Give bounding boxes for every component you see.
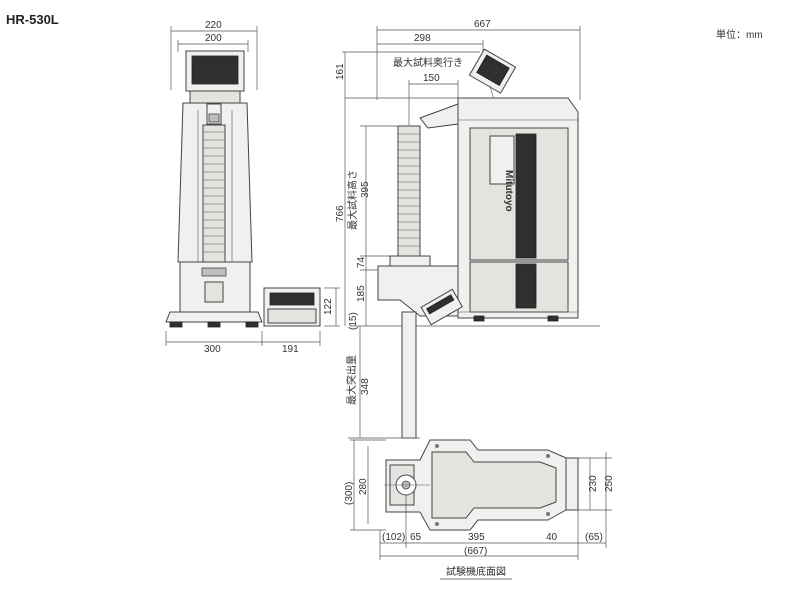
dim-side-150: 150	[423, 73, 440, 84]
dim-front-122: 122	[323, 298, 334, 315]
side-view: 667 298 最大試料奥行き 150 Mitutoyo	[335, 19, 600, 439]
dim-plan-667: (667)	[464, 546, 487, 557]
dim-side-667: 667	[474, 19, 491, 30]
plan-caption: 試験機底面図	[446, 565, 506, 578]
dim-plan-300: (300)	[344, 482, 355, 505]
unit-label: 単位：mm	[716, 30, 763, 41]
dim-side-15: (15)	[348, 312, 359, 330]
dim-side-185: 185	[356, 285, 367, 302]
model-title: HR-530L	[6, 12, 59, 27]
dim-side-395: 395	[360, 181, 371, 198]
dim-plan-65b: (65)	[585, 532, 603, 543]
front-bellows	[202, 124, 226, 263]
dim-plan-102: (102)	[382, 532, 405, 543]
dim-side-298: 298	[414, 33, 431, 44]
plan-view: (300) 280 230 250 (102) 65 395 40 (65) (…	[344, 439, 615, 580]
dim-side-161: 161	[335, 63, 346, 80]
dim-front-191: 191	[282, 344, 299, 355]
dim-plan-230: 230	[588, 475, 599, 492]
max-protrusion-label: 最大突出量	[345, 355, 358, 405]
dim-side-766: 766	[335, 205, 346, 222]
brand-label: Mitutoyo	[503, 170, 514, 212]
dim-side-74: 74	[356, 256, 367, 268]
max-sample-depth-label: 最大試料奥行き	[393, 56, 463, 69]
max-sample-height-label: 最大試料高さ	[346, 170, 359, 230]
dim-front-200: 200	[205, 33, 222, 44]
dim-front-300: 300	[204, 344, 221, 355]
dim-plan-280: 280	[358, 478, 369, 495]
dim-front-220: 220	[205, 20, 222, 31]
dim-plan-250: 250	[604, 475, 615, 492]
front-view: 220 200	[165, 20, 340, 355]
dim-plan-395: 395	[468, 532, 485, 543]
dim-plan-65: 65	[410, 532, 422, 543]
dim-plan-40: 40	[546, 532, 558, 543]
dim-side-348: 348	[360, 378, 371, 395]
side-bellows	[397, 125, 421, 257]
